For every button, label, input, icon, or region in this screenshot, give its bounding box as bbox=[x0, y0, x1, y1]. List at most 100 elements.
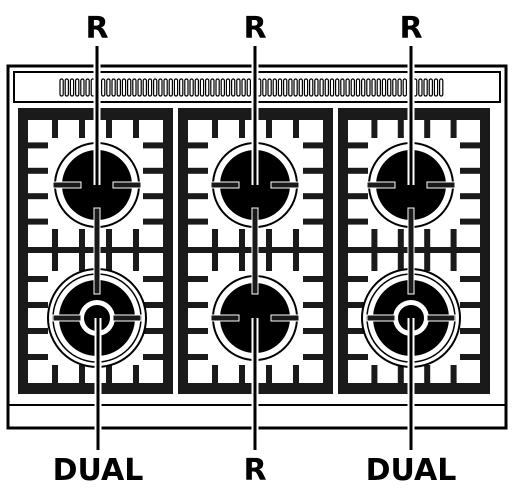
vent-slot bbox=[397, 78, 402, 97]
vent-slot bbox=[100, 78, 106, 97]
grate-finger bbox=[79, 253, 85, 271]
grate-finger bbox=[397, 120, 404, 138]
vent-slot bbox=[423, 78, 428, 97]
vent-slot bbox=[428, 78, 434, 97]
grate-finger bbox=[450, 253, 457, 271]
grate-finger bbox=[348, 167, 368, 174]
leader-lines bbox=[93, 46, 415, 450]
support-arm bbox=[366, 181, 396, 189]
grate-finger bbox=[371, 253, 378, 271]
label-back-right: R bbox=[399, 11, 422, 46]
grate-finger bbox=[106, 120, 112, 138]
vent-slot bbox=[324, 78, 330, 97]
vent-slot bbox=[69, 78, 75, 97]
vent-slot bbox=[371, 78, 376, 97]
grate-finger bbox=[460, 328, 480, 334]
grate-finger bbox=[52, 229, 58, 247]
grate-finger bbox=[424, 365, 431, 383]
grate-finger bbox=[424, 229, 431, 247]
vent-slot bbox=[366, 78, 371, 97]
grate-finger bbox=[460, 276, 480, 282]
grate-finger bbox=[303, 193, 323, 200]
vent-slot bbox=[293, 78, 298, 97]
vent-slot bbox=[210, 78, 215, 97]
grate-finger bbox=[293, 229, 299, 247]
label-back-center: R bbox=[243, 11, 266, 46]
grate-finger bbox=[293, 120, 299, 138]
vent-slot bbox=[418, 78, 423, 97]
grate-finger bbox=[188, 218, 208, 225]
vent-slot bbox=[64, 78, 69, 97]
grate-finger bbox=[188, 328, 208, 334]
grate-finger bbox=[397, 253, 404, 271]
grate-finger bbox=[133, 365, 139, 383]
grate-finger bbox=[188, 193, 208, 200]
vent-slot bbox=[340, 78, 345, 97]
grate-finger bbox=[371, 365, 378, 383]
grate-finger bbox=[460, 354, 480, 360]
vent-slot bbox=[59, 78, 64, 97]
grate-finger bbox=[133, 229, 139, 247]
grate-finger bbox=[188, 276, 208, 282]
vent-slot bbox=[355, 78, 361, 97]
grate-finger bbox=[106, 253, 112, 271]
vent-slot bbox=[241, 78, 246, 97]
grate-finger bbox=[303, 276, 323, 282]
grate-finger bbox=[348, 276, 368, 282]
grate-finger bbox=[52, 365, 58, 383]
grate-finger bbox=[106, 365, 112, 383]
vent-slot bbox=[298, 78, 304, 97]
grate-finger bbox=[28, 302, 48, 308]
grate-finger bbox=[52, 120, 58, 138]
vent-slot bbox=[262, 78, 267, 97]
grate-finger bbox=[28, 276, 48, 282]
grate-finger bbox=[143, 302, 163, 308]
grate-finger bbox=[79, 120, 85, 138]
vent-slot bbox=[392, 78, 397, 97]
vent-slot bbox=[225, 78, 231, 97]
vent-slot bbox=[153, 78, 158, 97]
vent-slot bbox=[314, 78, 319, 97]
support-arm bbox=[366, 314, 396, 322]
label-front-right: DUAL bbox=[366, 453, 457, 488]
center-bar bbox=[251, 207, 259, 295]
vent-slot bbox=[215, 78, 220, 97]
label-front-left: DUAL bbox=[53, 453, 144, 488]
support-arm bbox=[52, 314, 82, 322]
grate-finger bbox=[239, 253, 245, 271]
vent-slot bbox=[402, 78, 408, 97]
grate-finger bbox=[450, 229, 457, 247]
vent-slot bbox=[350, 78, 356, 97]
label-front-center: R bbox=[243, 453, 266, 488]
grate-finger bbox=[133, 120, 139, 138]
grate-finger bbox=[348, 328, 368, 334]
grate-finger bbox=[460, 193, 480, 200]
grate-finger bbox=[424, 120, 431, 138]
grate-finger bbox=[133, 253, 139, 271]
support-arm bbox=[112, 181, 142, 189]
vent-slot bbox=[303, 78, 309, 97]
grate-finger bbox=[188, 354, 208, 360]
grate-finger bbox=[239, 229, 245, 247]
grate-finger bbox=[303, 328, 323, 334]
grate-finger bbox=[348, 193, 368, 200]
vent-slot bbox=[147, 78, 153, 97]
vent-slot bbox=[288, 78, 293, 97]
vent-slot bbox=[381, 78, 387, 97]
grate-finger bbox=[28, 193, 48, 200]
grate-finger bbox=[143, 193, 163, 200]
vent-slot bbox=[158, 78, 163, 97]
grate-finger bbox=[266, 229, 272, 247]
grate-finger bbox=[293, 253, 299, 271]
vent-slot bbox=[173, 78, 179, 97]
vent-slot bbox=[121, 78, 127, 97]
vent-slot bbox=[272, 78, 278, 97]
vent-slot bbox=[246, 78, 251, 97]
support-arm bbox=[270, 181, 300, 189]
vent-slot bbox=[220, 78, 225, 97]
grate-finger bbox=[143, 218, 163, 225]
grate-finger bbox=[143, 167, 163, 174]
vent-slot bbox=[433, 78, 439, 97]
vent-slot bbox=[199, 78, 205, 97]
vent-slot bbox=[236, 78, 241, 97]
